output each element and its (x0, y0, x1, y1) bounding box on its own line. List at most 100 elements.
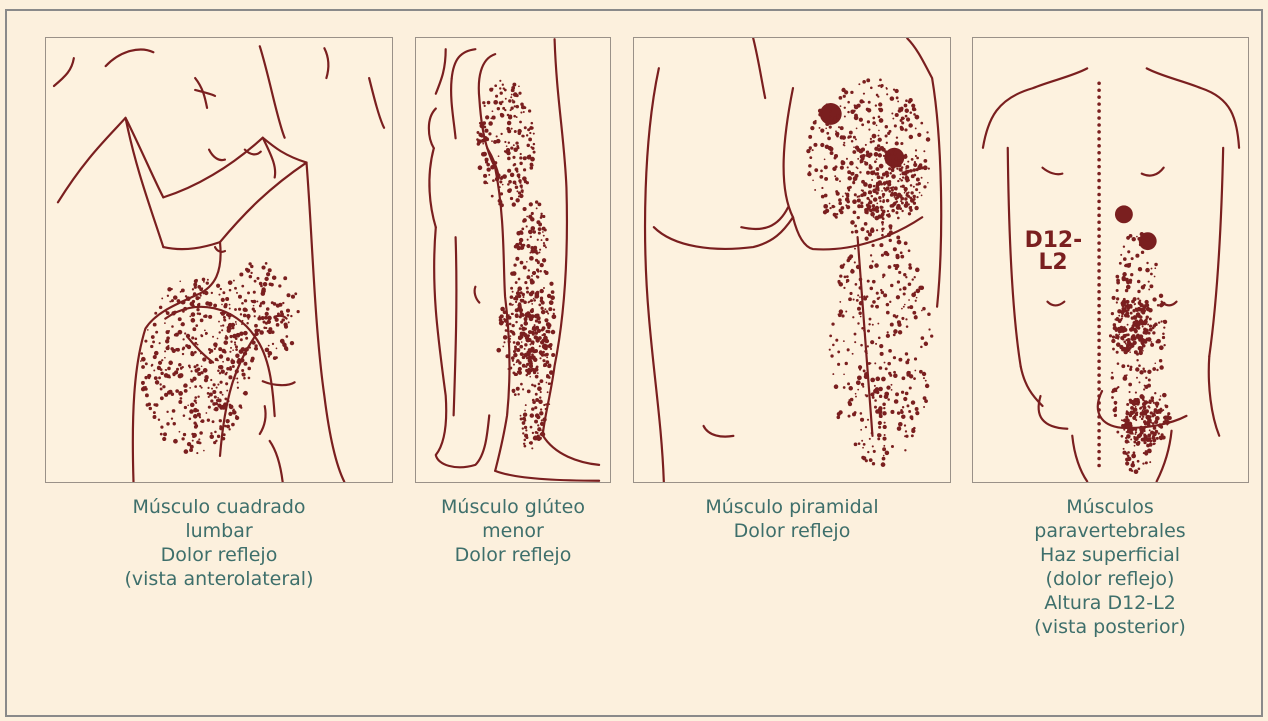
stipple-dot (487, 101, 491, 105)
stipple-dot (232, 327, 235, 330)
stipple-dot (927, 182, 929, 184)
stipple-dot (832, 344, 835, 347)
stipple-dot (915, 115, 920, 120)
stipple-dot (882, 411, 886, 415)
stipple-dot (153, 415, 157, 419)
stipple-dot (856, 127, 858, 129)
stipple-dot (917, 133, 921, 137)
stipple-dot (519, 345, 523, 349)
stipple-dot (1119, 262, 1122, 265)
stipple-dot (900, 200, 902, 202)
stipple-dot (510, 335, 512, 337)
stipple-dot (846, 259, 850, 263)
stipple-dot (886, 93, 888, 95)
stipple-dot (260, 285, 263, 288)
stipple-dot (824, 177, 828, 181)
stipple-dot (167, 345, 169, 347)
stipple-dot (844, 276, 847, 279)
stipple-dot (855, 138, 857, 140)
spine-dot (1097, 450, 1101, 454)
stipple-dot (1132, 401, 1137, 406)
stipple-dot (1154, 276, 1156, 278)
stipple-dot (865, 144, 867, 146)
stipple-dot (830, 151, 834, 155)
stipple-dot (888, 167, 891, 170)
stipple-dot (835, 190, 838, 193)
stipple-dot (527, 144, 530, 147)
stipple-dot (519, 182, 521, 184)
stipple-dot (879, 200, 881, 202)
stipple-dot (909, 371, 911, 373)
stipple-dot (860, 412, 863, 415)
stipple-dot (142, 382, 145, 385)
stipple-dot (235, 337, 238, 340)
stipple-dot (215, 358, 218, 361)
stipple-dot (904, 192, 906, 194)
stipple-dot (833, 117, 837, 121)
stipple-dot (1127, 324, 1129, 326)
stipple-dot (897, 426, 902, 431)
stipple-dot (519, 327, 522, 330)
stipple-dot (207, 419, 210, 422)
stipple-dot (891, 323, 894, 326)
stipple-dot (532, 432, 534, 434)
stipple-dot (840, 264, 845, 269)
stipple-dot (496, 348, 501, 353)
stipple-dot (879, 344, 883, 348)
stipple-dot (197, 344, 199, 346)
stipple-dot (526, 216, 528, 218)
stipple-dot (1127, 338, 1131, 342)
spine-dot (1097, 165, 1101, 169)
stipple-dot (193, 414, 198, 419)
stipple-dot (868, 323, 870, 325)
stipple-dot (904, 197, 907, 200)
stipple-dot (808, 135, 812, 139)
stipple-dot (903, 286, 907, 290)
stipple-dot (535, 295, 537, 297)
stipple-dot (526, 287, 529, 290)
stipple-dot (537, 329, 541, 333)
stipple-dot (500, 91, 503, 94)
stipple-dot (896, 206, 900, 210)
stipple-dot (863, 148, 865, 150)
stipple-dot (543, 329, 545, 331)
stipple-dot (210, 379, 212, 381)
spine-dot (1097, 109, 1101, 113)
stipple-dot (164, 350, 166, 352)
stipple-dot (1121, 315, 1123, 317)
stipple-dot (195, 324, 198, 327)
stipple-dot (193, 283, 197, 287)
stipple-dot (167, 367, 171, 371)
illustration-paravertebrales: D12- L2 (973, 38, 1248, 482)
stipple-dot (900, 142, 903, 145)
stipple-dot (169, 301, 171, 303)
stipple-dot (220, 288, 222, 290)
stipple-dot (249, 275, 252, 278)
caption-piramidal: Músculo piramidal Dolor reflejo (662, 495, 922, 543)
stipple-dot (867, 329, 870, 332)
stipple-dot (1144, 422, 1147, 425)
stipple-dot (196, 452, 198, 454)
stipple-dot (835, 177, 839, 181)
stipple-dot (220, 312, 222, 314)
stipple-dot (1129, 368, 1132, 371)
stipple-dot (547, 313, 549, 315)
stipple-dot (809, 146, 812, 149)
stipple-dot (210, 432, 212, 434)
stipple-dot (147, 374, 151, 378)
stipple-dot (905, 201, 908, 204)
stipple-dot (514, 393, 517, 396)
stipple-dot (505, 329, 508, 332)
stipple-dot (542, 339, 546, 343)
stipple-dot (872, 204, 875, 207)
trigger-point (1115, 205, 1133, 223)
stipple-dot (240, 338, 243, 341)
stipple-dot (531, 290, 535, 294)
stipple-dot (494, 161, 497, 164)
stipple-dot (181, 437, 184, 440)
spine-dot (1097, 151, 1101, 155)
stipple-dot (837, 412, 841, 416)
stipple-dot (153, 355, 157, 359)
stipple-dot (845, 362, 848, 365)
stipple-dot (1125, 328, 1127, 330)
